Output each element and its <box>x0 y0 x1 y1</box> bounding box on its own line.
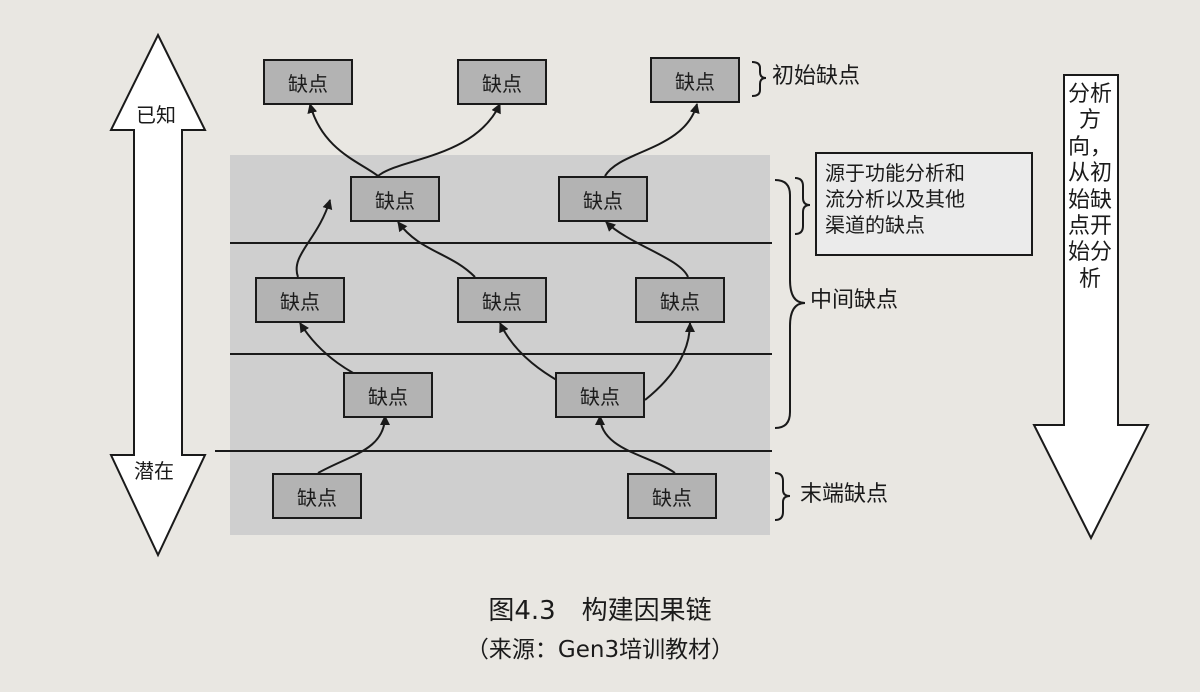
known-latent-double-arrow <box>109 32 207 558</box>
note-line: 流分析以及其他 <box>825 187 965 211</box>
arrow-mid2-right-to-init-right <box>604 103 700 177</box>
arrow-mid3-left-to-mid2-left <box>295 199 333 278</box>
defect-node-initial-center: 缺点 <box>457 59 547 105</box>
defect-node-label: 缺点 <box>280 289 320 314</box>
defect-node-label: 缺点 <box>580 384 620 409</box>
defect-node-label: 缺点 <box>583 188 623 213</box>
arrow-mid2-left-to-init-center <box>377 103 501 177</box>
left-axis-known-label: 已知 <box>136 103 176 127</box>
note-line: 渠道的缺点 <box>825 213 925 237</box>
tier-label-initial: 初始缺点 <box>772 64 861 89</box>
defect-node-terminal-right: 缺点 <box>627 473 717 519</box>
defect-node-mid1-left: 缺点 <box>350 176 440 222</box>
arrow-mid3-center-to-mid2-left <box>397 221 476 278</box>
defect-node-label: 缺点 <box>297 485 337 510</box>
arrow-mid3-right-to-mid2-right <box>605 221 689 278</box>
figure-source: （来源：Gen3培训教材） <box>465 637 735 663</box>
arrow-terminal-right-to-mid4-right <box>595 415 676 474</box>
defect-node-mid1-right: 缺点 <box>558 176 648 222</box>
note-line: 源于功能分析和 <box>825 161 965 185</box>
defect-node-mid2-center: 缺点 <box>457 277 547 323</box>
defect-node-initial-right: 缺点 <box>650 57 740 103</box>
arrow-mid2-left-to-mid1-left <box>307 103 379 177</box>
arrow-mid4-right-to-mid3-right <box>644 322 695 401</box>
tier-label-middle: 中间缺点 <box>810 288 899 313</box>
defect-node-label: 缺点 <box>482 71 522 96</box>
defect-node-label: 缺点 <box>368 384 408 409</box>
brace-terminal <box>774 472 791 521</box>
defect-node-label: 缺点 <box>288 71 328 96</box>
brace-middle <box>774 179 806 429</box>
defect-node-mid3-right: 缺点 <box>555 372 645 418</box>
arrow-terminal-left-to-mid4-left <box>317 415 390 474</box>
note-box-source: 源于功能分析和 流分析以及其他 渠道的缺点 <box>815 152 1033 256</box>
analysis-direction-label: 分析方向，从初始缺点开始分析 <box>1068 82 1113 292</box>
defect-node-label: 缺点 <box>482 289 522 314</box>
defect-node-mid2-left: 缺点 <box>255 277 345 323</box>
brace-initial <box>751 61 767 97</box>
figure-title: 图4.3 构建因果链 <box>488 596 712 626</box>
defect-node-terminal-left: 缺点 <box>272 473 362 519</box>
defect-node-label: 缺点 <box>660 289 700 314</box>
defect-node-initial-left: 缺点 <box>263 59 353 105</box>
defect-node-mid2-right: 缺点 <box>635 277 725 323</box>
defect-node-label: 缺点 <box>375 188 415 213</box>
defect-node-mid3-left: 缺点 <box>343 372 433 418</box>
left-axis-latent-label: 潜在 <box>134 459 174 483</box>
tier-label-terminal: 末端缺点 <box>800 482 889 507</box>
brace-note <box>794 177 811 235</box>
analysis-direction-arrow <box>1032 74 1150 541</box>
defect-node-label: 缺点 <box>652 485 692 510</box>
defect-node-label: 缺点 <box>675 69 715 94</box>
